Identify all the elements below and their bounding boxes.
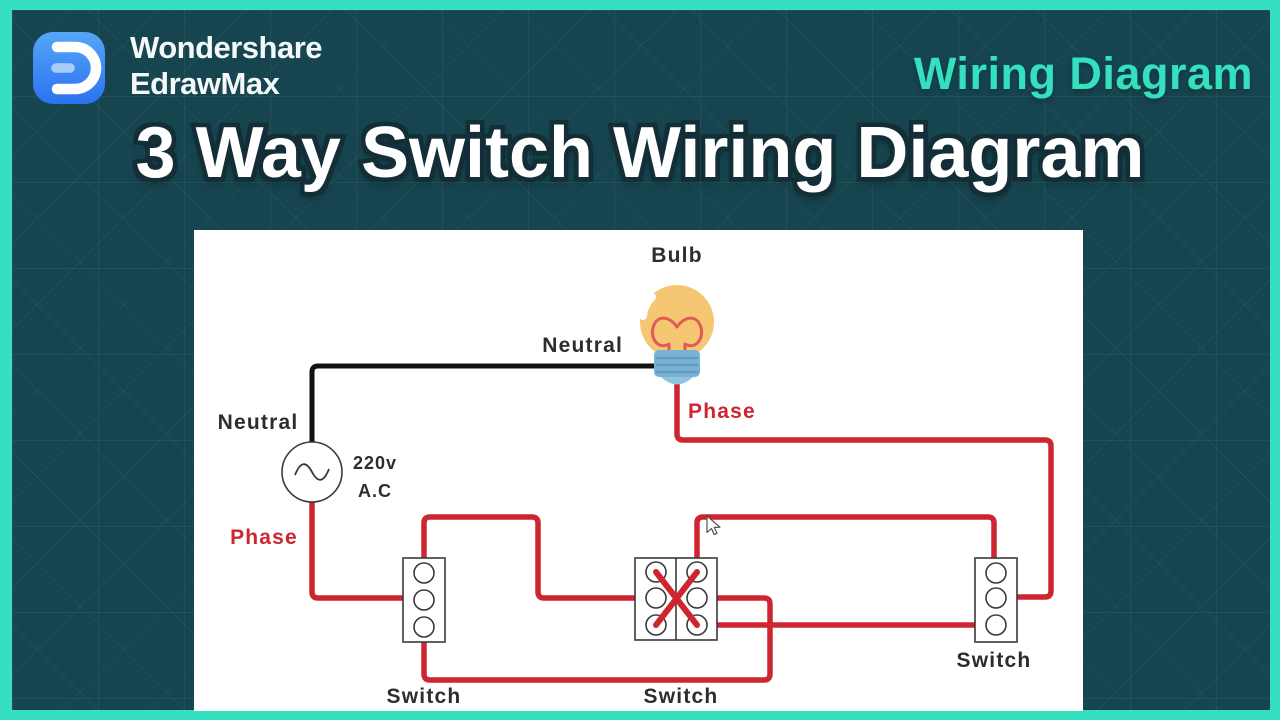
traveler-wire-sw1top-sw2mid <box>421 514 657 601</box>
traveler-wire-sw2top-sw3top <box>694 514 997 574</box>
source-voltage-label: 220v <box>353 453 397 473</box>
diagram-canvas: Bulb Neutral Neutral Phase Phase 220v A.… <box>194 230 1083 711</box>
source-type-label: A.C <box>358 481 392 501</box>
brand-line1: Wondershare <box>130 30 323 65</box>
switch-box-3 <box>974 557 1018 643</box>
traveler-wire-sw1bottom-sw2mid <box>421 595 773 683</box>
wiring-diagram: Bulb Neutral Neutral Phase Phase 220v A.… <box>218 244 1054 708</box>
phase-right-label: Phase <box>688 400 756 423</box>
brand-line2: EdrawMax <box>130 66 280 101</box>
switch1-label: Switch <box>387 685 462 708</box>
edrawmax-logo-icon <box>33 32 105 104</box>
phase-left-label: Phase <box>230 526 298 549</box>
phase-wire-bulb-to-switch3 <box>674 374 1054 600</box>
neutral-left-label: Neutral <box>218 411 299 434</box>
switch2-label: Switch <box>644 685 719 708</box>
phase-wire-source-to-switch1 <box>309 499 426 601</box>
bulb-label: Bulb <box>651 244 702 267</box>
switch-box-1 <box>402 557 446 643</box>
switch3-label: Switch <box>957 649 1032 672</box>
neutral-top-label: Neutral <box>542 334 623 357</box>
ac-source-icon <box>281 441 343 503</box>
corner-tag: Wiring Diagram <box>913 48 1253 99</box>
neutral-wire <box>309 363 664 446</box>
brand-name: Wondershare EdrawMax <box>130 30 323 102</box>
mouse-cursor-icon <box>706 515 721 536</box>
crossover-x-wires <box>653 569 700 628</box>
bulb-icon <box>639 285 714 385</box>
page-title: 3 Way Switch Wiring Diagram <box>131 109 1149 198</box>
